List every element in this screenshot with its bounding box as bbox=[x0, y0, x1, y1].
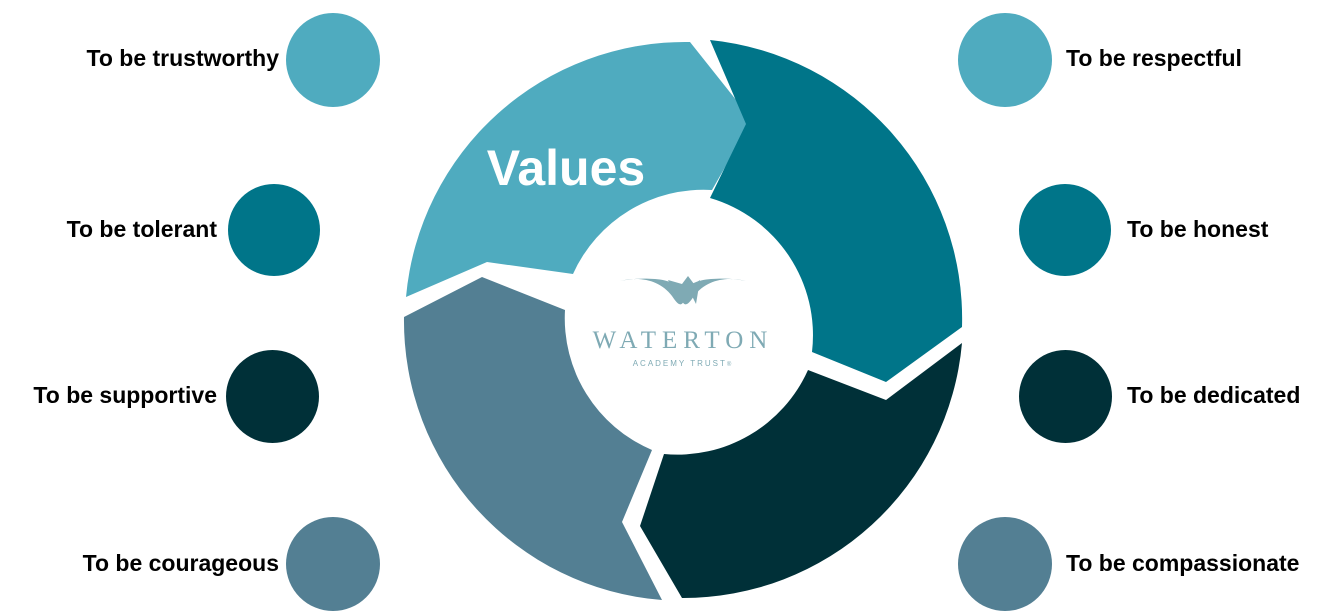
value-dot-compassionate bbox=[958, 517, 1052, 611]
logo-wing-left bbox=[620, 278, 686, 305]
value-label-respectful: To be respectful bbox=[1066, 45, 1242, 71]
waterton-logo-mark bbox=[620, 276, 746, 305]
value-dot-courageous bbox=[286, 517, 380, 611]
logo-name: WATERTON bbox=[593, 327, 774, 354]
value-dot-honest bbox=[1019, 184, 1111, 276]
center-title: Values bbox=[487, 140, 645, 196]
value-label-trustworthy: To be trustworthy bbox=[86, 45, 279, 71]
value-label-supportive: To be supportive bbox=[33, 382, 217, 408]
logo-registered-mark: ® bbox=[727, 361, 733, 368]
value-dot-trustworthy bbox=[286, 13, 380, 107]
value-dot-respectful bbox=[958, 13, 1052, 107]
value-label-honest: To be honest bbox=[1127, 216, 1269, 242]
cycle-segment-right bbox=[710, 40, 963, 382]
value-dot-supportive bbox=[226, 350, 319, 443]
value-label-tolerant: To be tolerant bbox=[66, 216, 217, 242]
cycle-segment-bottom-right bbox=[640, 343, 962, 599]
cycle-segment-bottom-left bbox=[403, 277, 662, 600]
cycle-segment-top-left bbox=[406, 41, 752, 298]
logo-subtitle: ACADEMY TRUST® bbox=[633, 359, 734, 368]
value-dot-dedicated bbox=[1019, 350, 1112, 443]
value-label-courageous: To be courageous bbox=[82, 550, 279, 576]
value-dot-tolerant bbox=[228, 184, 320, 276]
logo-w-center bbox=[668, 276, 700, 304]
value-label-compassionate: To be compassionate bbox=[1066, 550, 1300, 576]
value-label-dedicated: To be dedicated bbox=[1127, 382, 1301, 408]
